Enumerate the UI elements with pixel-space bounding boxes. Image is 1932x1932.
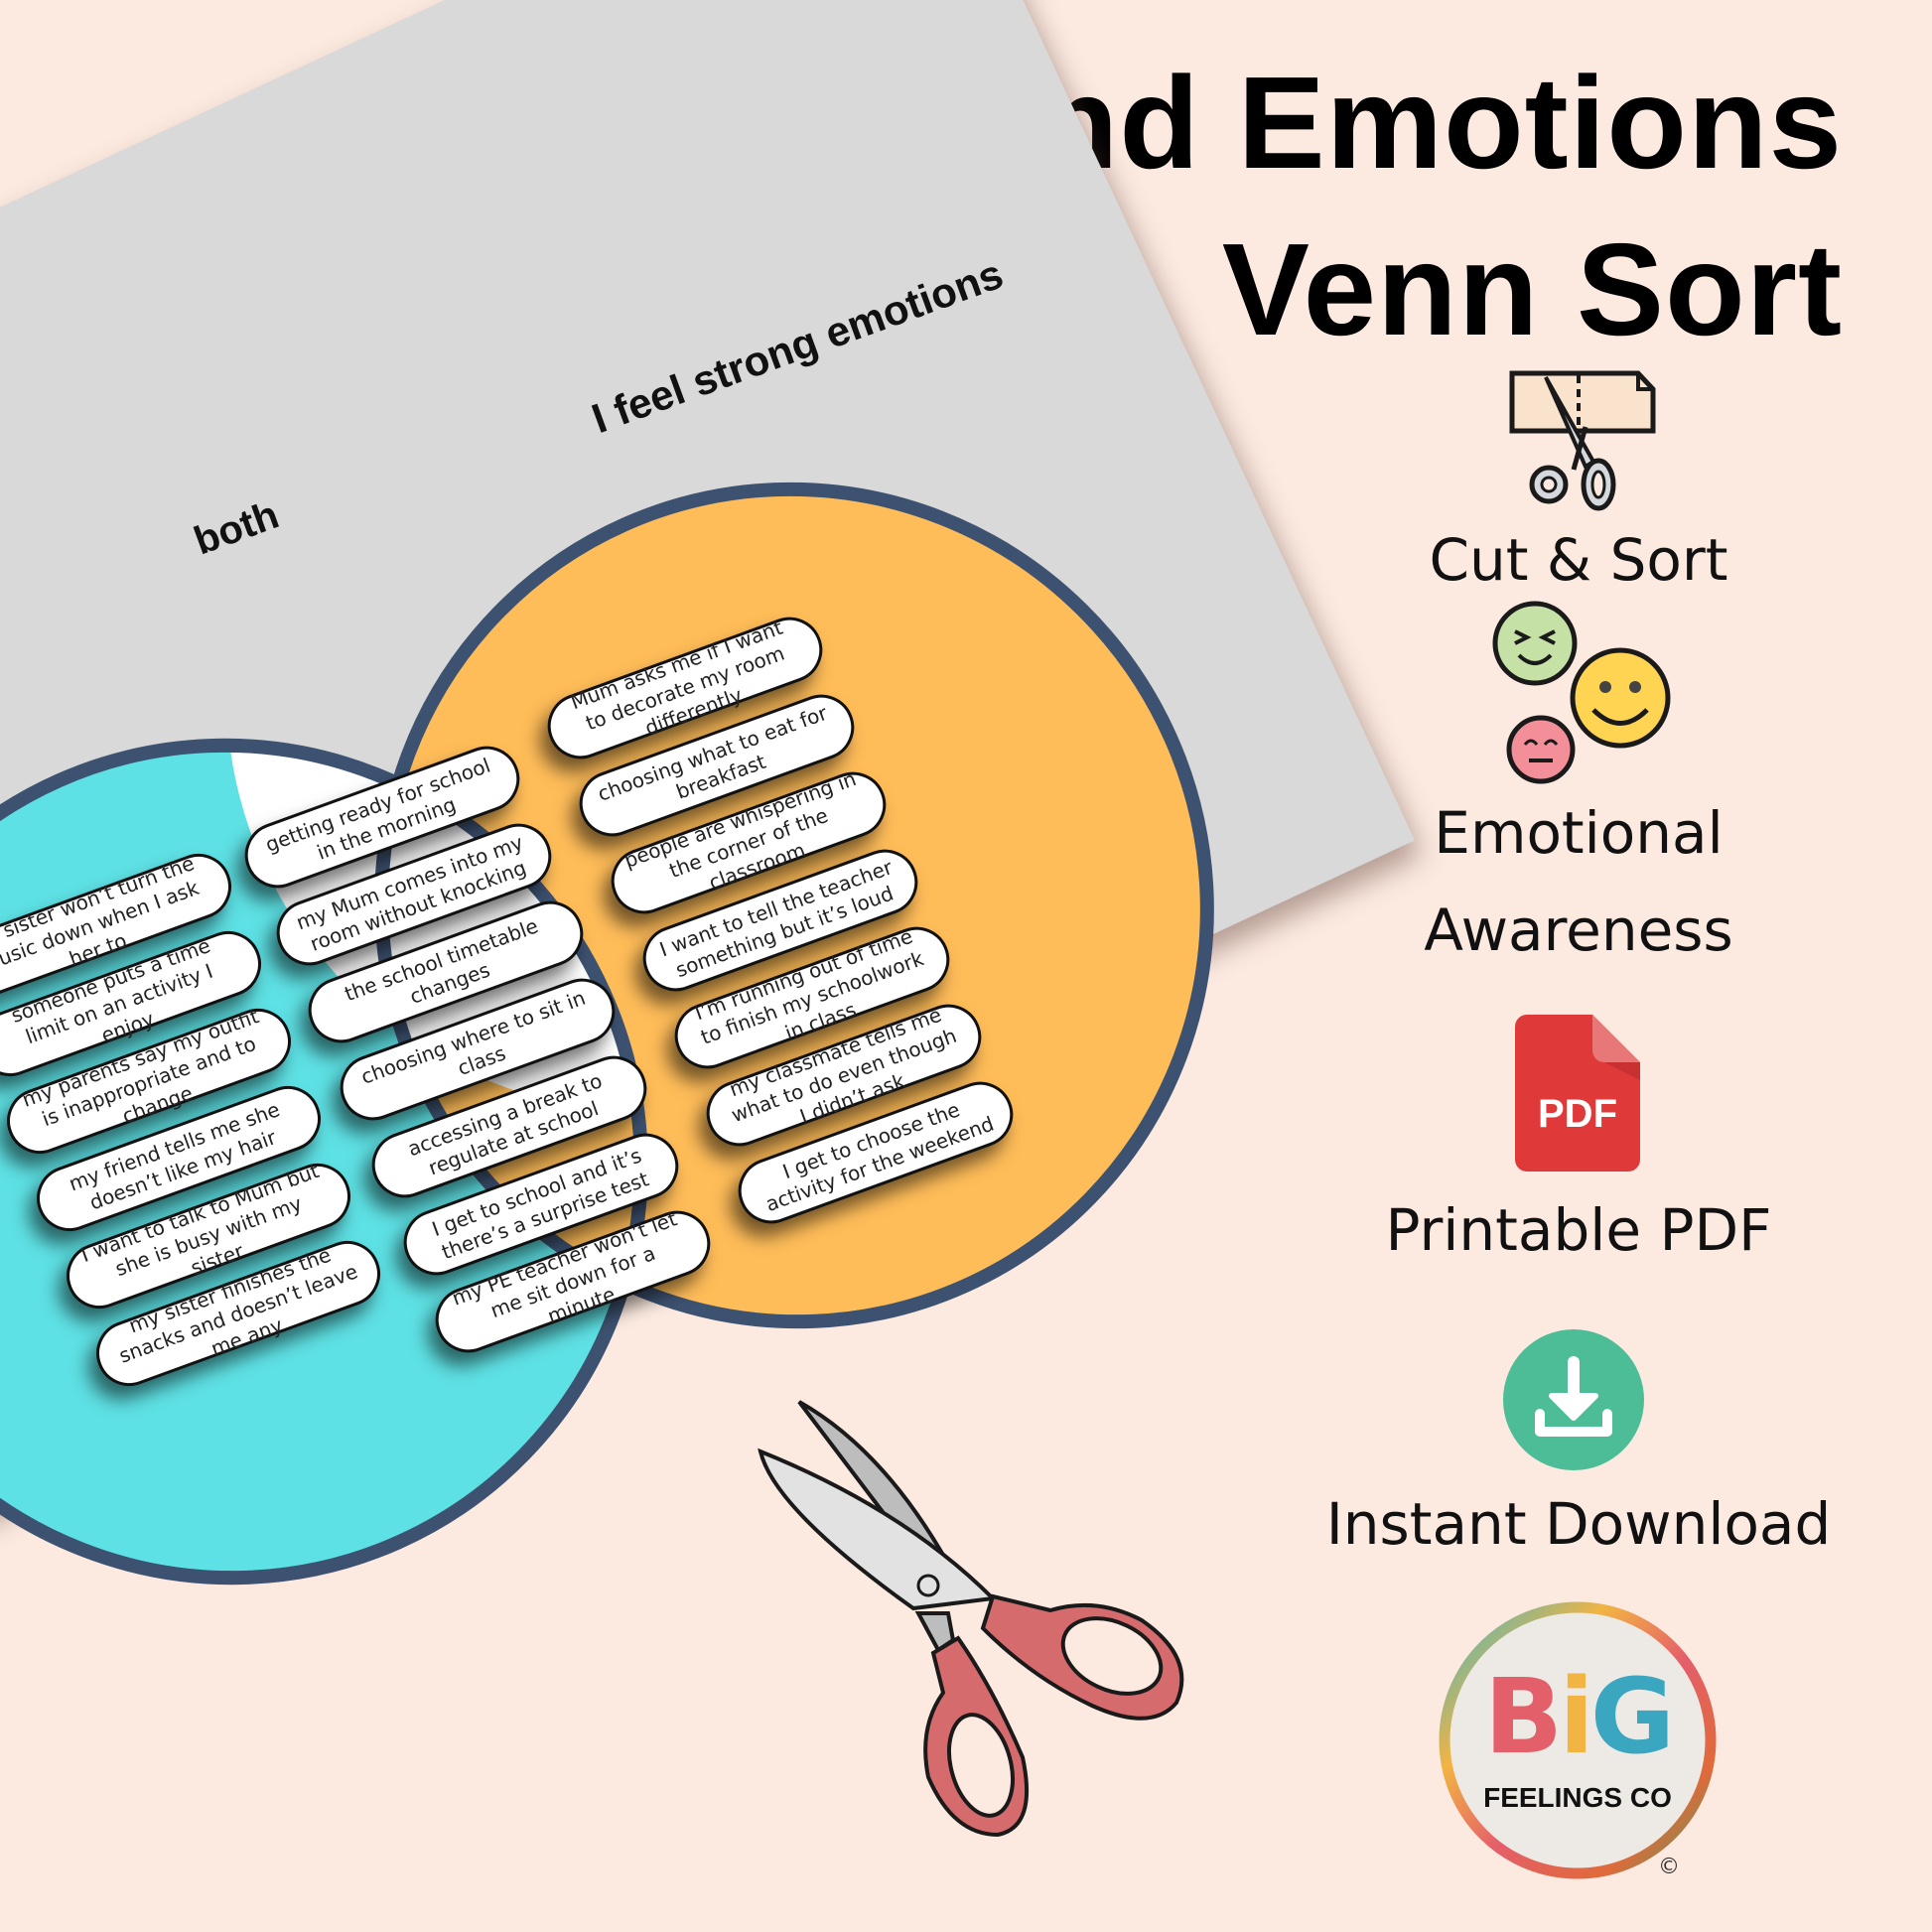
emotion-faces-icon [1492,601,1671,784]
brand-logo: BiG FEELINGS CO © [1438,1600,1718,1880]
feature-printable-pdf-label: Printable PDF [1385,1196,1772,1264]
logo-big-text: BiG [1438,1662,1718,1771]
feature-instant-download-label: Instant Download [1325,1490,1832,1558]
logo-subtitle: FEELINGS CO [1483,1782,1672,1813]
feature-emotional-awareness-label: Emotional Awareness [1424,799,1733,964]
download-icon [1503,1329,1644,1470]
scissors-icon [758,1400,1184,1838]
cut-and-sort-icon [1509,370,1656,511]
feature-cut-sort-label: Cut & Sort [1429,526,1728,594]
logo-letter-b: B [1483,1656,1563,1777]
pdf-file-icon: PDF [1515,1015,1640,1172]
logo-letter-i: i [1559,1656,1594,1777]
logo-ring-icon [1439,1601,1717,1879]
logo-letter-g: G [1589,1656,1675,1777]
copyright-symbol: © [1658,1855,1680,1879]
pdf-icon-text: PDF [1538,1092,1617,1136]
